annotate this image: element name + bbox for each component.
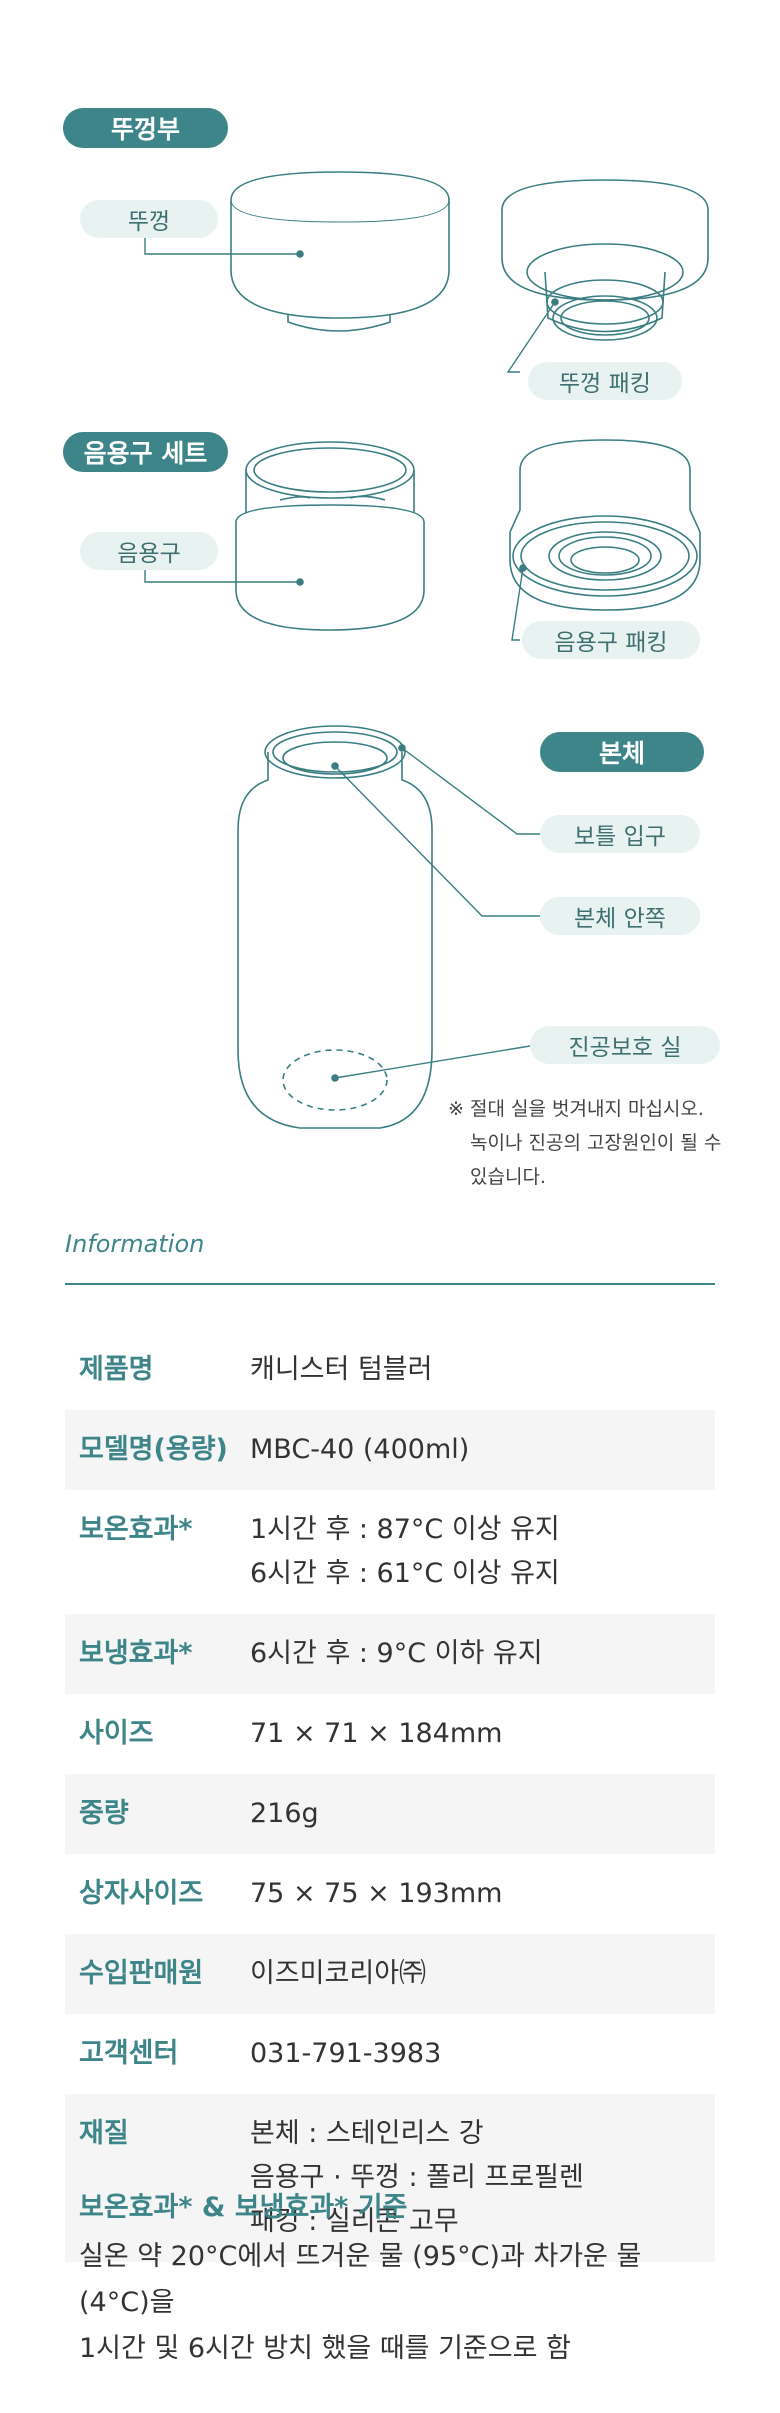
label-body-inside: 본체 안쪽 (540, 897, 700, 935)
spec-value: 6시간 후 : 61°C 이상 유지 (250, 1558, 560, 1589)
label-vacuum-seal: 진공보호 실 (530, 1026, 720, 1064)
spec-value: 본체 : 스테인리스 강 (250, 2118, 484, 2149)
spec-table: 제품명 캐니스터 텀블러 모델명(용량) MBC-40 (400ml) 보온효과… (65, 1330, 715, 2262)
spec-key: 상자사이즈 (79, 1878, 204, 1909)
bottle-body-illustration (237, 725, 433, 1129)
spec-row-importer: 수입판매원 이즈미코리아㈜ (65, 1934, 715, 2014)
spec-key: 고객센터 (79, 2038, 179, 2069)
criteria-title: 보온효과* & 보냉효과* 기준 (79, 2192, 408, 2223)
spec-key: 보온효과* (79, 1514, 193, 1545)
spec-value: 패킹 : 실리콘 고무 (250, 2206, 459, 2237)
caution-note: ※ 절대 실을 벗겨내지 마십시오. 녹이나 진공의 고장원인이 될 수 있습니… (448, 1092, 748, 1194)
spec-value: 6시간 후 : 9°C 이하 유지 (250, 1638, 543, 1669)
retention-criteria: 보온효과* & 보냉효과* 기준 실온 약 20°C에서 뜨거운 물 (95°C… (79, 2188, 719, 2372)
spec-value: 031-791-3983 (250, 2038, 442, 2069)
criteria-line: 실온 약 20°C에서 뜨거운 물 (95°C)과 차가운 물 (4°C)을 (79, 2241, 642, 2318)
spec-value: MBC-40 (400ml) (250, 1434, 470, 1465)
spec-key: 제품명 (79, 1354, 154, 1385)
section-lid-part: 뚜껑부 (63, 108, 228, 148)
spec-row-cold-retention: 보냉효과* 6시간 후 : 9°C 이하 유지 (65, 1614, 715, 1694)
parts-diagram: 뚜껑부 뚜껑 뚜껑 패킹 음용구 세트 음용구 음용구 패킹 본체 보틀 입구 … (63, 108, 748, 1194)
lid-illustration (230, 171, 450, 332)
spec-row-size: 사이즈 71 × 71 × 184mm (65, 1694, 715, 1774)
spec-key: 중량 (79, 1798, 129, 1829)
spec-key: 보냉효과* (79, 1638, 193, 1669)
note-line: 있습니다. (470, 1166, 546, 1188)
mouthpiece-illustration (235, 441, 425, 631)
note-mark: ※ (448, 1098, 464, 1120)
spec-key: 모델명(용량) (79, 1434, 228, 1465)
label-bottle-mouth: 보틀 입구 (540, 815, 700, 853)
label-mouthpiece-packing: 음용구 패킹 (522, 621, 700, 659)
spec-row-heat-retention: 보온효과* 1시간 후 : 87°C 이상 유지 6시간 후 : 61°C 이상… (65, 1490, 715, 1614)
spec-key: 수입판매원 (79, 1958, 204, 1989)
spec-key: 사이즈 (79, 1718, 154, 1749)
leader-lines (144, 233, 556, 1079)
spec-row-customer-center: 고객센터 031-791-3983 (65, 2014, 715, 2094)
spec-row-box-size: 상자사이즈 75 × 75 × 193mm (65, 1854, 715, 1934)
information-title: Information (65, 1230, 205, 1258)
lid-underside-illustration (501, 179, 709, 341)
section-mouthpiece-set: 음용구 세트 (63, 432, 228, 472)
note-line: 절대 실을 벗겨내지 마십시오. (470, 1098, 704, 1120)
spec-row-product-name: 제품명 캐니스터 텀블러 (65, 1330, 715, 1410)
information-divider (65, 1283, 715, 1285)
spec-value: 캐니스터 텀블러 (250, 1354, 433, 1385)
spec-row-weight: 중량 216g (65, 1774, 715, 1854)
note-line: 녹이나 진공의 고장원인이 될 수 (470, 1132, 722, 1154)
spec-value: 1시간 후 : 87°C 이상 유지 (250, 1514, 560, 1545)
parts-illustration (144, 171, 709, 1129)
spec-value: 음용구 · 뚜껑 : 폴리 프로필렌 (250, 2162, 584, 2193)
spec-value: 이즈미코리아㈜ (250, 1958, 427, 1989)
spec-value: 216g (250, 1798, 319, 1829)
mouthpiece-underside-illustration (509, 439, 701, 611)
section-body: 본체 (540, 732, 704, 772)
spec-value: 71 × 71 × 184mm (250, 1718, 503, 1749)
label-lid-packing: 뚜껑 패킹 (528, 362, 682, 400)
label-lid: 뚜껑 (80, 200, 218, 238)
spec-value: 75 × 75 × 193mm (250, 1878, 503, 1909)
criteria-line: 1시간 및 6시간 방치 했을 때를 기준으로 함 (79, 2333, 571, 2364)
spec-row-model: 모델명(용량) MBC-40 (400ml) (65, 1410, 715, 1490)
spec-row-material: 재질 본체 : 스테인리스 강 음용구 · 뚜껑 : 폴리 프로필렌 패킹 : … (65, 2094, 715, 2262)
label-mouthpiece: 음용구 (80, 532, 218, 570)
spec-key: 재질 (79, 2118, 129, 2149)
